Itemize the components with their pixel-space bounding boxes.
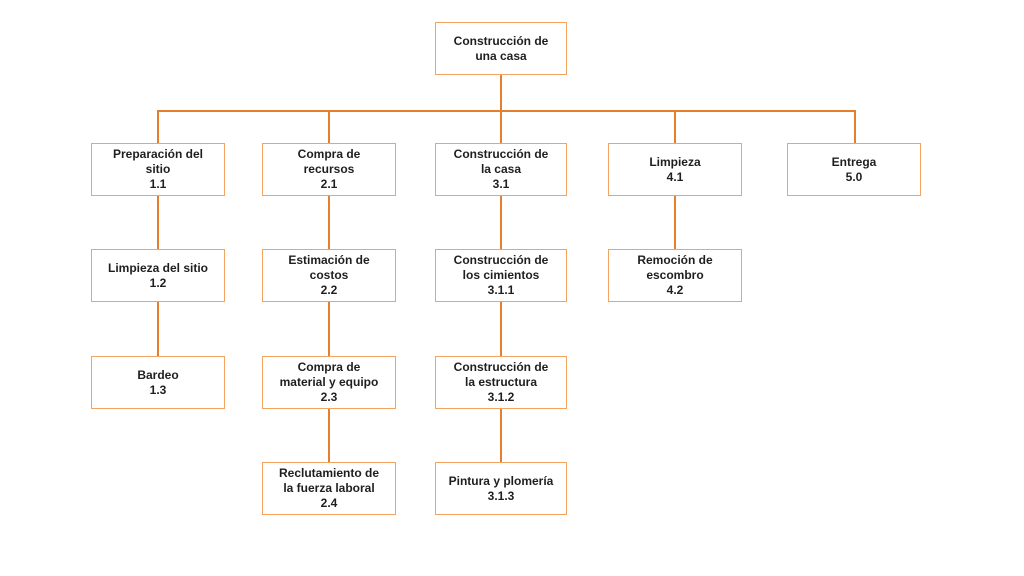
connector-3-1-to-3-1-1 <box>500 196 502 249</box>
connector-drop-2-1 <box>328 110 330 143</box>
wbs-node-root: Construcción de una casa <box>435 22 567 75</box>
wbs-node-3-1-3: Pintura y plomería 3.1.3 <box>435 462 567 515</box>
node-code: 1.3 <box>149 382 167 397</box>
wbs-node-2-2: Estimación de costos 2.2 <box>262 249 396 302</box>
connector-drop-1-1 <box>157 110 159 143</box>
node-label: Construcción de los cimientos <box>453 253 549 282</box>
node-code: 3.1.2 <box>487 390 515 404</box>
node-label: Limpieza <box>649 154 701 169</box>
wbs-node-3-1: Construcción de la casa 3.1 <box>435 143 567 196</box>
connector-2-2-to-2-3 <box>328 302 330 356</box>
node-label: Remoción de escombro <box>637 253 713 282</box>
node-label: Bardeo <box>137 367 179 382</box>
wbs-node-2-4: Reclutamiento de la fuerza laboral 2.4 <box>262 462 396 515</box>
node-label: Limpieza del sitio <box>107 260 209 275</box>
node-label: Entrega <box>831 154 877 169</box>
wbs-node-2-3: Compra de material y equipo 2.3 <box>262 356 396 409</box>
node-code: 4.2 <box>666 283 684 297</box>
wbs-node-1-2: Limpieza del sitio 1.2 <box>91 249 225 302</box>
node-code: 4.1 <box>666 169 684 184</box>
node-code: 2.4 <box>320 496 338 510</box>
node-label: Reclutamiento de la fuerza laboral <box>278 466 380 495</box>
connector-drop-3-1 <box>500 110 502 143</box>
node-code: 3.1.1 <box>487 283 515 297</box>
node-code: 2.3 <box>320 390 338 404</box>
wbs-node-3-1-1: Construcción de los cimientos 3.1.1 <box>435 249 567 302</box>
wbs-node-3-1-2: Construcción de la estructura 3.1.2 <box>435 356 567 409</box>
wbs-node-1-3: Bardeo 1.3 <box>91 356 225 409</box>
node-label: Compra de recursos <box>297 147 361 176</box>
node-code: 1.1 <box>149 177 167 191</box>
connector-2-3-to-2-4 <box>328 409 330 462</box>
connector-3-1-2-to-3-1-3 <box>500 409 502 462</box>
node-code: 3.1 <box>492 177 510 191</box>
node-code: 5.0 <box>845 169 863 184</box>
node-label: Construcción de una casa <box>453 33 549 63</box>
node-code: 2.2 <box>320 283 338 297</box>
wbs-node-4-2: Remoción de escombro 4.2 <box>608 249 742 302</box>
node-label: Compra de material y equipo <box>279 360 379 389</box>
node-code: 1.2 <box>149 275 167 290</box>
connector-1-1-to-1-2 <box>157 196 159 249</box>
connector-2-1-to-2-2 <box>328 196 330 249</box>
connector-level1-horizontal <box>157 110 856 112</box>
node-label: Estimación de costos <box>288 253 370 282</box>
node-code: 3.1.3 <box>487 488 515 503</box>
wbs-node-2-1: Compra de recursos 2.1 <box>262 143 396 196</box>
node-label: Preparación del sitio <box>112 147 204 176</box>
connector-1-2-to-1-3 <box>157 302 159 356</box>
wbs-node-1-1: Preparación del sitio 1.1 <box>91 143 225 196</box>
connector-root-drop <box>500 75 502 111</box>
connector-drop-5-0 <box>854 110 856 143</box>
wbs-node-4-1: Limpieza 4.1 <box>608 143 742 196</box>
connector-drop-4-1 <box>674 110 676 143</box>
node-label: Construcción de la estructura <box>453 360 549 389</box>
node-label: Construcción de la casa <box>453 147 549 176</box>
connector-4-1-to-4-2 <box>674 196 676 249</box>
wbs-node-5-0: Entrega 5.0 <box>787 143 921 196</box>
node-label: Pintura y plomería <box>448 473 554 488</box>
node-code: 2.1 <box>320 177 338 191</box>
connector-3-1-1-to-3-1-2 <box>500 302 502 356</box>
